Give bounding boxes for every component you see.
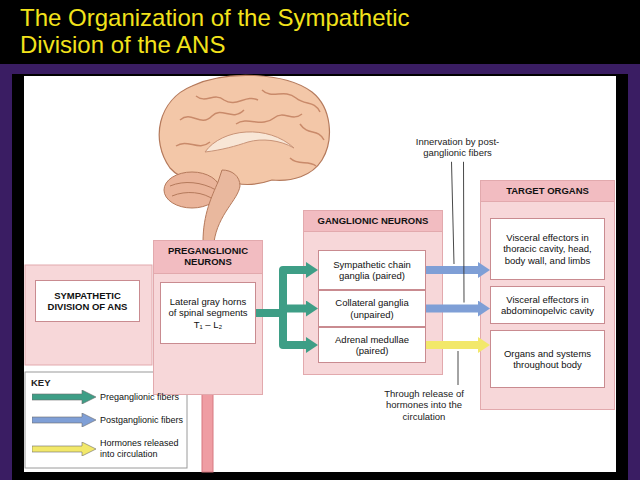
legend-arrow bbox=[32, 413, 96, 427]
gyrus-line bbox=[300, 124, 324, 140]
corpus-callosum bbox=[205, 132, 294, 152]
leader-line bbox=[463, 162, 465, 303]
box-text: Visceral effectors in thoracic cavity, h… bbox=[496, 232, 599, 266]
panel-heading: TARGET ORGANS bbox=[480, 180, 615, 201]
panel-heading: PREGANGLIONIC NEURONS bbox=[153, 240, 263, 273]
box-text: SYMPATHETIC DIVISION OF ANS bbox=[41, 290, 134, 312]
gyrus-line bbox=[180, 110, 244, 120]
panel-heading: GANGLIONIC NEURONS bbox=[303, 210, 443, 231]
target-box: Visceral effectors in thoracic cavity, h… bbox=[490, 218, 605, 280]
ganglionic-panel: GANGLIONIC NEURONS Sympathetic chain gang… bbox=[303, 210, 443, 375]
callout-note: Innervation by post-ganglionic fibers bbox=[410, 136, 505, 159]
legend-text: Hormones released into circulation bbox=[100, 438, 184, 460]
ganglion-box: Collateral ganglia (unpaired) bbox=[318, 290, 426, 327]
spinal-cord bbox=[202, 394, 213, 472]
cerebellum-fold bbox=[170, 183, 216, 190]
content-ground bbox=[24, 76, 616, 472]
box-text: Visceral effectors in abdominopelvic cav… bbox=[496, 294, 599, 316]
side-strip bbox=[0, 74, 12, 480]
ganglion-box: Adrenal medullae (paired) bbox=[318, 327, 426, 363]
origin-box: Lateral gray horns of spinal segments T₁… bbox=[160, 282, 256, 344]
box-text: Collateral ganglia (unpaired) bbox=[324, 297, 420, 319]
side-strip bbox=[628, 74, 640, 480]
target-panel: TARGET ORGANS Visceral effectors in thora… bbox=[480, 180, 615, 410]
target-box: Organs and systems throughout body bbox=[490, 330, 605, 388]
brainstem bbox=[203, 170, 240, 242]
legend-arrow bbox=[32, 442, 96, 456]
callout-note: Through release of hormones into the cir… bbox=[372, 388, 476, 422]
fiber-arrow bbox=[256, 313, 308, 345]
title-bar bbox=[0, 64, 640, 74]
cerebellum-fold bbox=[172, 193, 214, 200]
division-panel bbox=[25, 265, 152, 365]
slide-title: The Organization of the Sympathetic Divi… bbox=[20, 4, 490, 58]
cerebrum bbox=[159, 75, 329, 184]
legend-arrow-swatch bbox=[32, 442, 96, 456]
gyrus-line bbox=[236, 114, 302, 124]
box-text: Lateral gray horns of spinal segments T₁… bbox=[166, 296, 250, 330]
legend-arrow-swatch bbox=[32, 390, 96, 404]
preganglionic-panel: PREGANGLIONIC NEURONS Lateral gray horns … bbox=[153, 240, 263, 395]
box-text: Adrenal medullae (paired) bbox=[324, 334, 420, 356]
legend-text: Preganglionic fibers bbox=[100, 392, 184, 403]
leader-line bbox=[452, 162, 455, 264]
leader-line bbox=[458, 351, 459, 385]
gyrus-line bbox=[290, 158, 316, 166]
fiber-arrow bbox=[256, 270, 308, 313]
target-box: Visceral effectors in abdominopelvic cav… bbox=[490, 286, 605, 324]
box-text: Sympathetic chain ganglia (paired) bbox=[324, 259, 420, 281]
division-box: SYMPATHETIC DIVISION OF ANS bbox=[35, 280, 140, 322]
gyrus-line bbox=[196, 96, 258, 103]
legend-arrow-swatch bbox=[32, 413, 96, 427]
ganglion-box: Sympathetic chain ganglia (paired) bbox=[318, 250, 426, 290]
gyrus-line bbox=[176, 142, 210, 146]
key-heading: KEY bbox=[31, 377, 71, 388]
legend-arrow bbox=[32, 390, 96, 404]
box-text: Organs and systems throughout body bbox=[496, 348, 599, 370]
fiber-arrow bbox=[426, 305, 480, 313]
gyrus-line bbox=[262, 90, 320, 112]
fiber-arrow bbox=[426, 341, 480, 349]
legend-text: Postganglionic fibers bbox=[100, 415, 184, 426]
fiber-arrow bbox=[426, 266, 480, 274]
